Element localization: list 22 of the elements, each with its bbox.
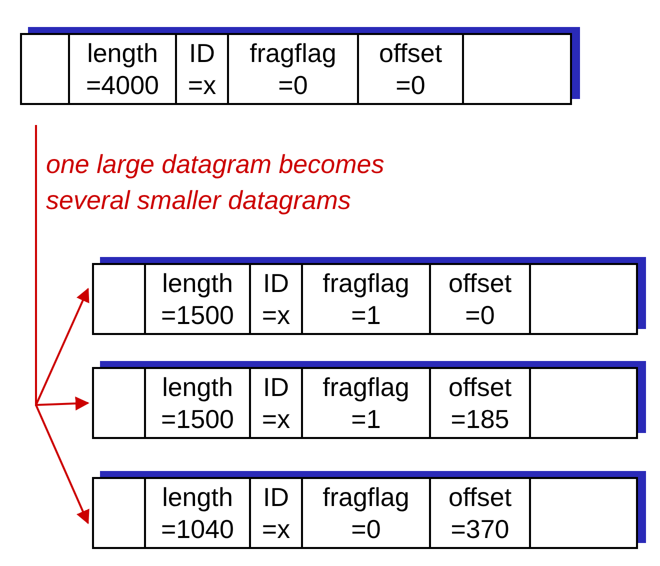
datagram-header-box [92, 263, 638, 335]
field-text: fragflag =0 [250, 37, 336, 101]
datagram-header-box [20, 33, 572, 105]
field-text: offset =0 [378, 37, 442, 101]
field-text: fragflag =1 [322, 267, 410, 331]
datagram-header-box [92, 367, 638, 439]
field-text: ID =x [188, 37, 216, 101]
field-text: ID =x [262, 267, 290, 331]
field-text: length =4000 [86, 37, 159, 101]
field-text: ID =x [262, 371, 290, 435]
field-text: offset =185 [448, 371, 512, 435]
field-text: fragflag =1 [322, 371, 410, 435]
arrow [35, 125, 90, 524]
field-text: ID =x [262, 481, 290, 545]
field-text: offset =0 [448, 267, 512, 331]
field-text: length =1500 [160, 267, 234, 331]
field-text: length =1040 [160, 481, 234, 545]
field-text: offset =370 [448, 481, 512, 545]
field-text: length =1500 [160, 371, 234, 435]
annotation-text: one large datagram becomes several smaller datagrams [46, 148, 386, 217]
field-text: fragflag =0 [322, 481, 410, 545]
datagram-header-box [92, 477, 638, 549]
